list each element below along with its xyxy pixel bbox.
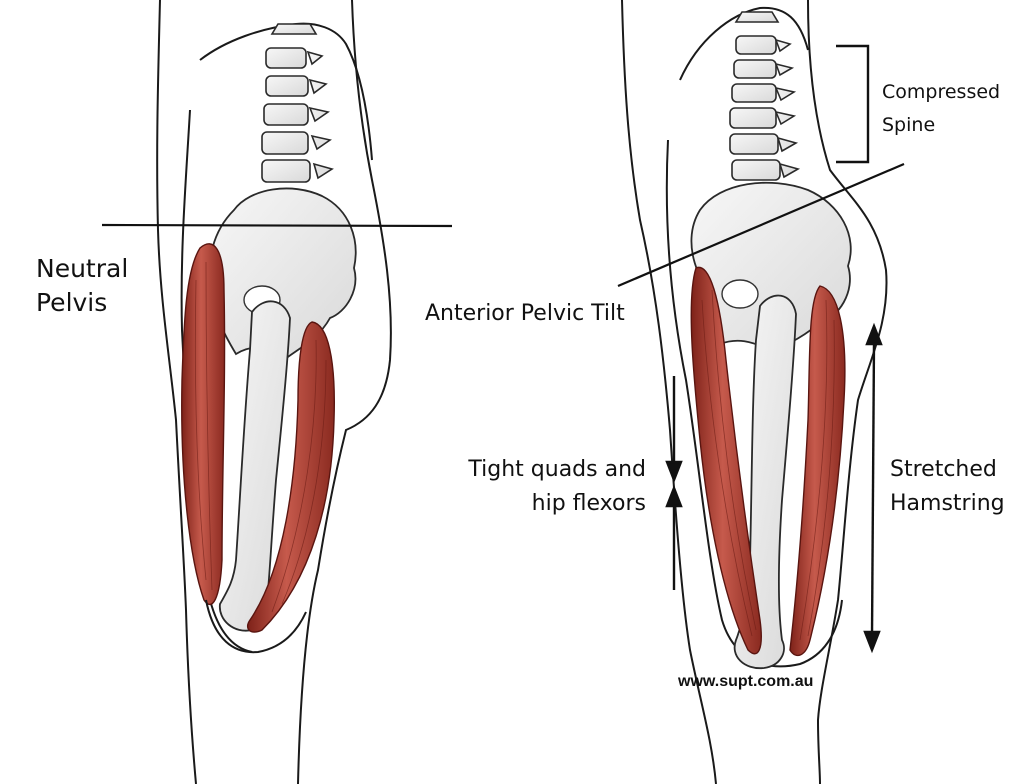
anterior-pelvic-tilt-text: Anterior Pelvic Tilt — [425, 301, 625, 326]
tight-quads-label: Tight quads and hip flexors — [440, 453, 646, 521]
left-body-outline — [156, 0, 392, 784]
neutral-pelvis-label-line2: Pelvis — [36, 288, 108, 317]
tight-quads-line2: hip flexors — [531, 491, 646, 516]
stretched-hamstring-line2: Hamstring — [890, 491, 1005, 516]
anterior-pelvic-tilt-label: Anterior Pelvic Tilt — [425, 297, 625, 331]
neutral-pelvis-figure — [101, 0, 453, 784]
neutral-pelvis-line — [101, 223, 453, 228]
tight-quads-line1: Tight quads and — [468, 457, 646, 482]
stretched-hamstring-arrow — [863, 322, 883, 654]
compressed-spine-bracket — [836, 44, 870, 164]
right-quad-muscle — [690, 266, 762, 655]
compressed-spine-label: Compressed Spine — [882, 76, 1000, 142]
left-hamstring-muscle — [246, 321, 335, 633]
tight-quads-arrows — [665, 376, 683, 590]
left-quad-muscle — [181, 243, 226, 606]
left-spine — [261, 23, 334, 183]
stretched-hamstring-label: Stretched Hamstring — [890, 453, 1005, 521]
right-hamstring-muscle — [789, 285, 846, 657]
anterior-tilt-figure — [617, 0, 905, 784]
compressed-spine-line2: Spine — [882, 114, 936, 136]
anterior-tilt-line — [617, 162, 905, 288]
stretched-hamstring-line1: Stretched — [890, 457, 997, 482]
watermark: www.supt.com.au — [678, 673, 814, 690]
compressed-spine-line1: Compressed — [882, 81, 1001, 103]
right-body-outline — [621, 0, 888, 784]
neutral-pelvis-label: Neutral Pelvis — [36, 252, 128, 320]
neutral-pelvis-label-line1: Neutral — [36, 254, 129, 283]
right-spine — [729, 11, 801, 181]
